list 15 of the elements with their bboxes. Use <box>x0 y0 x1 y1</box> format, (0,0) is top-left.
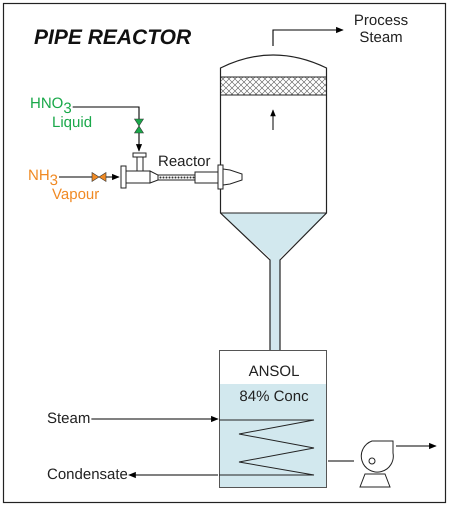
stream-label: Process Steam <box>352 12 410 46</box>
stream-label: Liquid <box>52 114 92 131</box>
stream-label: Condensate <box>47 466 128 483</box>
arrow <box>396 442 437 450</box>
stream-label: Vapour <box>52 186 100 203</box>
tank-label: ANSOL <box>248 363 300 380</box>
arrow <box>91 416 219 422</box>
stream-label: Steam <box>47 410 90 427</box>
arrow <box>128 472 218 478</box>
reactor-label: Reactor <box>158 153 211 170</box>
title: PIPE REACTOR <box>34 26 192 50</box>
tank-label: 84% Conc <box>238 388 310 405</box>
arrow <box>272 26 344 46</box>
arrow <box>72 106 142 152</box>
arrow <box>59 174 120 180</box>
